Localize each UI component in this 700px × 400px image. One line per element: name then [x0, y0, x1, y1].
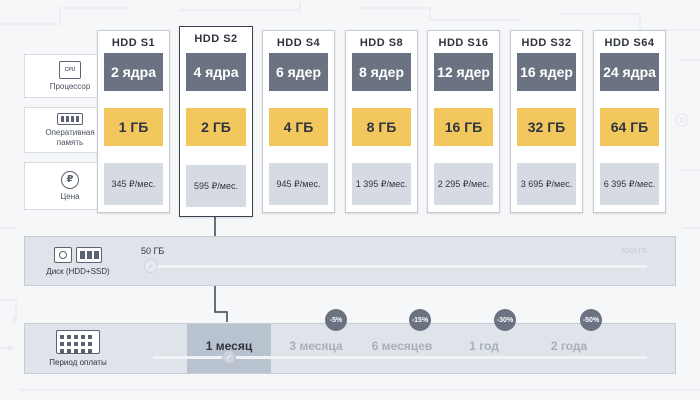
plan-card-hdd-s32[interactable]: HDD S32 16 ядер 32 ГБ 3 695 ₽/мес. [510, 30, 583, 213]
plan-cpu: 12 ядер [434, 53, 493, 91]
plan-ram: 8 ГБ [352, 108, 411, 146]
plan-price: 6 395 ₽/мес. [600, 163, 659, 205]
ssd-icon [76, 246, 102, 263]
plan-card-hdd-s1[interactable]: HDD S1 2 ядра 1 ГБ 345 ₽/мес. [97, 30, 170, 213]
plan-name: HDD S2 [194, 33, 238, 45]
disk-value: 50 ГБ [141, 246, 165, 256]
plan-ram: 1 ГБ [104, 108, 163, 146]
plan-name: HDD S16 [438, 37, 489, 49]
feature-price-label: Цена [60, 191, 80, 201]
period-option-label: 1 месяц [205, 338, 253, 353]
plan-cpu: 2 ядра [104, 53, 163, 91]
discount-badge-6-months: -15% [409, 309, 431, 331]
plan-card-hdd-s4[interactable]: HDD S4 6 ядер 4 ГБ 945 ₽/мес. [262, 30, 335, 213]
disk-slider-track[interactable] [147, 265, 647, 268]
plan-name: HDD S1 [111, 37, 156, 49]
period-option-label: 1 год [469, 338, 499, 353]
period-label: Период оплаты [49, 358, 107, 367]
disk-label: Диск (HDD+SSD) [46, 266, 110, 276]
plan-ram: 16 ГБ [434, 108, 493, 146]
plan-price: 3 695 ₽/мес. [517, 163, 576, 205]
period-option-label: 3 месяца [289, 338, 343, 353]
ruble-symbol: ₽ [66, 174, 74, 185]
plan-cpu: 4 ядра [186, 53, 246, 91]
discount-badge-3-months: -5% [325, 309, 347, 331]
plan-card-hdd-s2[interactable]: HDD S2 4 ядра 2 ГБ 595 ₽/мес. [179, 26, 253, 217]
plan-price: 1 395 ₽/мес. [352, 163, 411, 205]
disk-icons [54, 246, 102, 263]
feature-cpu-label: Процессор [49, 81, 91, 91]
disk-max: 3000 ГБ [621, 248, 647, 255]
plan-ram: 64 ГБ [600, 108, 659, 146]
memory-module-icon [57, 112, 83, 125]
period-panel: Период оплаты 1 месяц 3 месяца 6 месяцев… [24, 323, 676, 374]
period-option-label: 6 месяцев [371, 338, 433, 353]
discount-badge-2-years: -50% [580, 309, 602, 331]
plan-price: 945 ₽/мес. [269, 163, 328, 205]
plan-name: HDD S64 [604, 37, 655, 49]
plan-name: HDD S32 [521, 37, 572, 49]
memory-chips-icon [61, 115, 79, 122]
plan-price: 345 ₽/мес. [104, 163, 163, 205]
disk-label-block: Диск (HDD+SSD) [31, 243, 125, 279]
plan-card-hdd-s8[interactable]: HDD S8 8 ядер 8 ГБ 1 395 ₽/мес. [345, 30, 418, 213]
disk-panel: Диск (HDD+SSD) 50 ГБ 3000 ГБ ✓ [24, 236, 676, 286]
plan-cpu: 16 ядер [517, 53, 576, 91]
plan-price: 2 295 ₽/мес. [434, 163, 493, 205]
plan-name: HDD S4 [276, 37, 321, 49]
period-label-block: Период оплаты [31, 330, 125, 367]
disk-slider-handle[interactable]: ✓ [144, 259, 158, 273]
plan-ram: 4 ГБ [269, 108, 328, 146]
plan-card-hdd-s64[interactable]: HDD S64 24 ядра 64 ГБ 6 395 ₽/мес. [593, 30, 666, 213]
ruble-coin-icon: ₽ [61, 170, 79, 189]
period-option-1-month[interactable]: 1 месяц [187, 324, 271, 373]
plan-cpu: 24 ядра [600, 53, 659, 91]
cpu-chip-text: CPU [64, 66, 76, 73]
calendar-icon [56, 330, 100, 354]
period-slider-handle[interactable]: ✓ [222, 350, 236, 364]
plan-name: HDD S8 [359, 37, 404, 49]
period-option-3-months[interactable]: 3 месяца [277, 324, 355, 373]
calendar-grid-icon [60, 335, 92, 353]
plan-ram: 2 ГБ [186, 108, 246, 146]
period-option-2-years[interactable]: 2 года [527, 324, 611, 373]
period-option-1-year[interactable]: 1 год [449, 324, 519, 373]
period-option-label: 2 года [550, 338, 588, 353]
period-slider-track[interactable] [153, 356, 647, 359]
hdd-icon [54, 246, 72, 263]
plan-card-hdd-s16[interactable]: HDD S16 12 ядер 16 ГБ 2 295 ₽/мес. [427, 30, 500, 213]
plan-ram: 32 ГБ [517, 108, 576, 146]
feature-ram-label: Оперативная память [45, 127, 95, 147]
cpu-chip-icon: CPU [59, 60, 81, 79]
plan-cpu: 8 ядер [352, 53, 411, 91]
plan-price: 595 ₽/мес. [186, 165, 246, 207]
plan-cpu: 6 ядер [269, 53, 328, 91]
discount-badge-1-year: -30% [494, 309, 516, 331]
period-option-6-months[interactable]: 6 месяцев [361, 324, 443, 373]
